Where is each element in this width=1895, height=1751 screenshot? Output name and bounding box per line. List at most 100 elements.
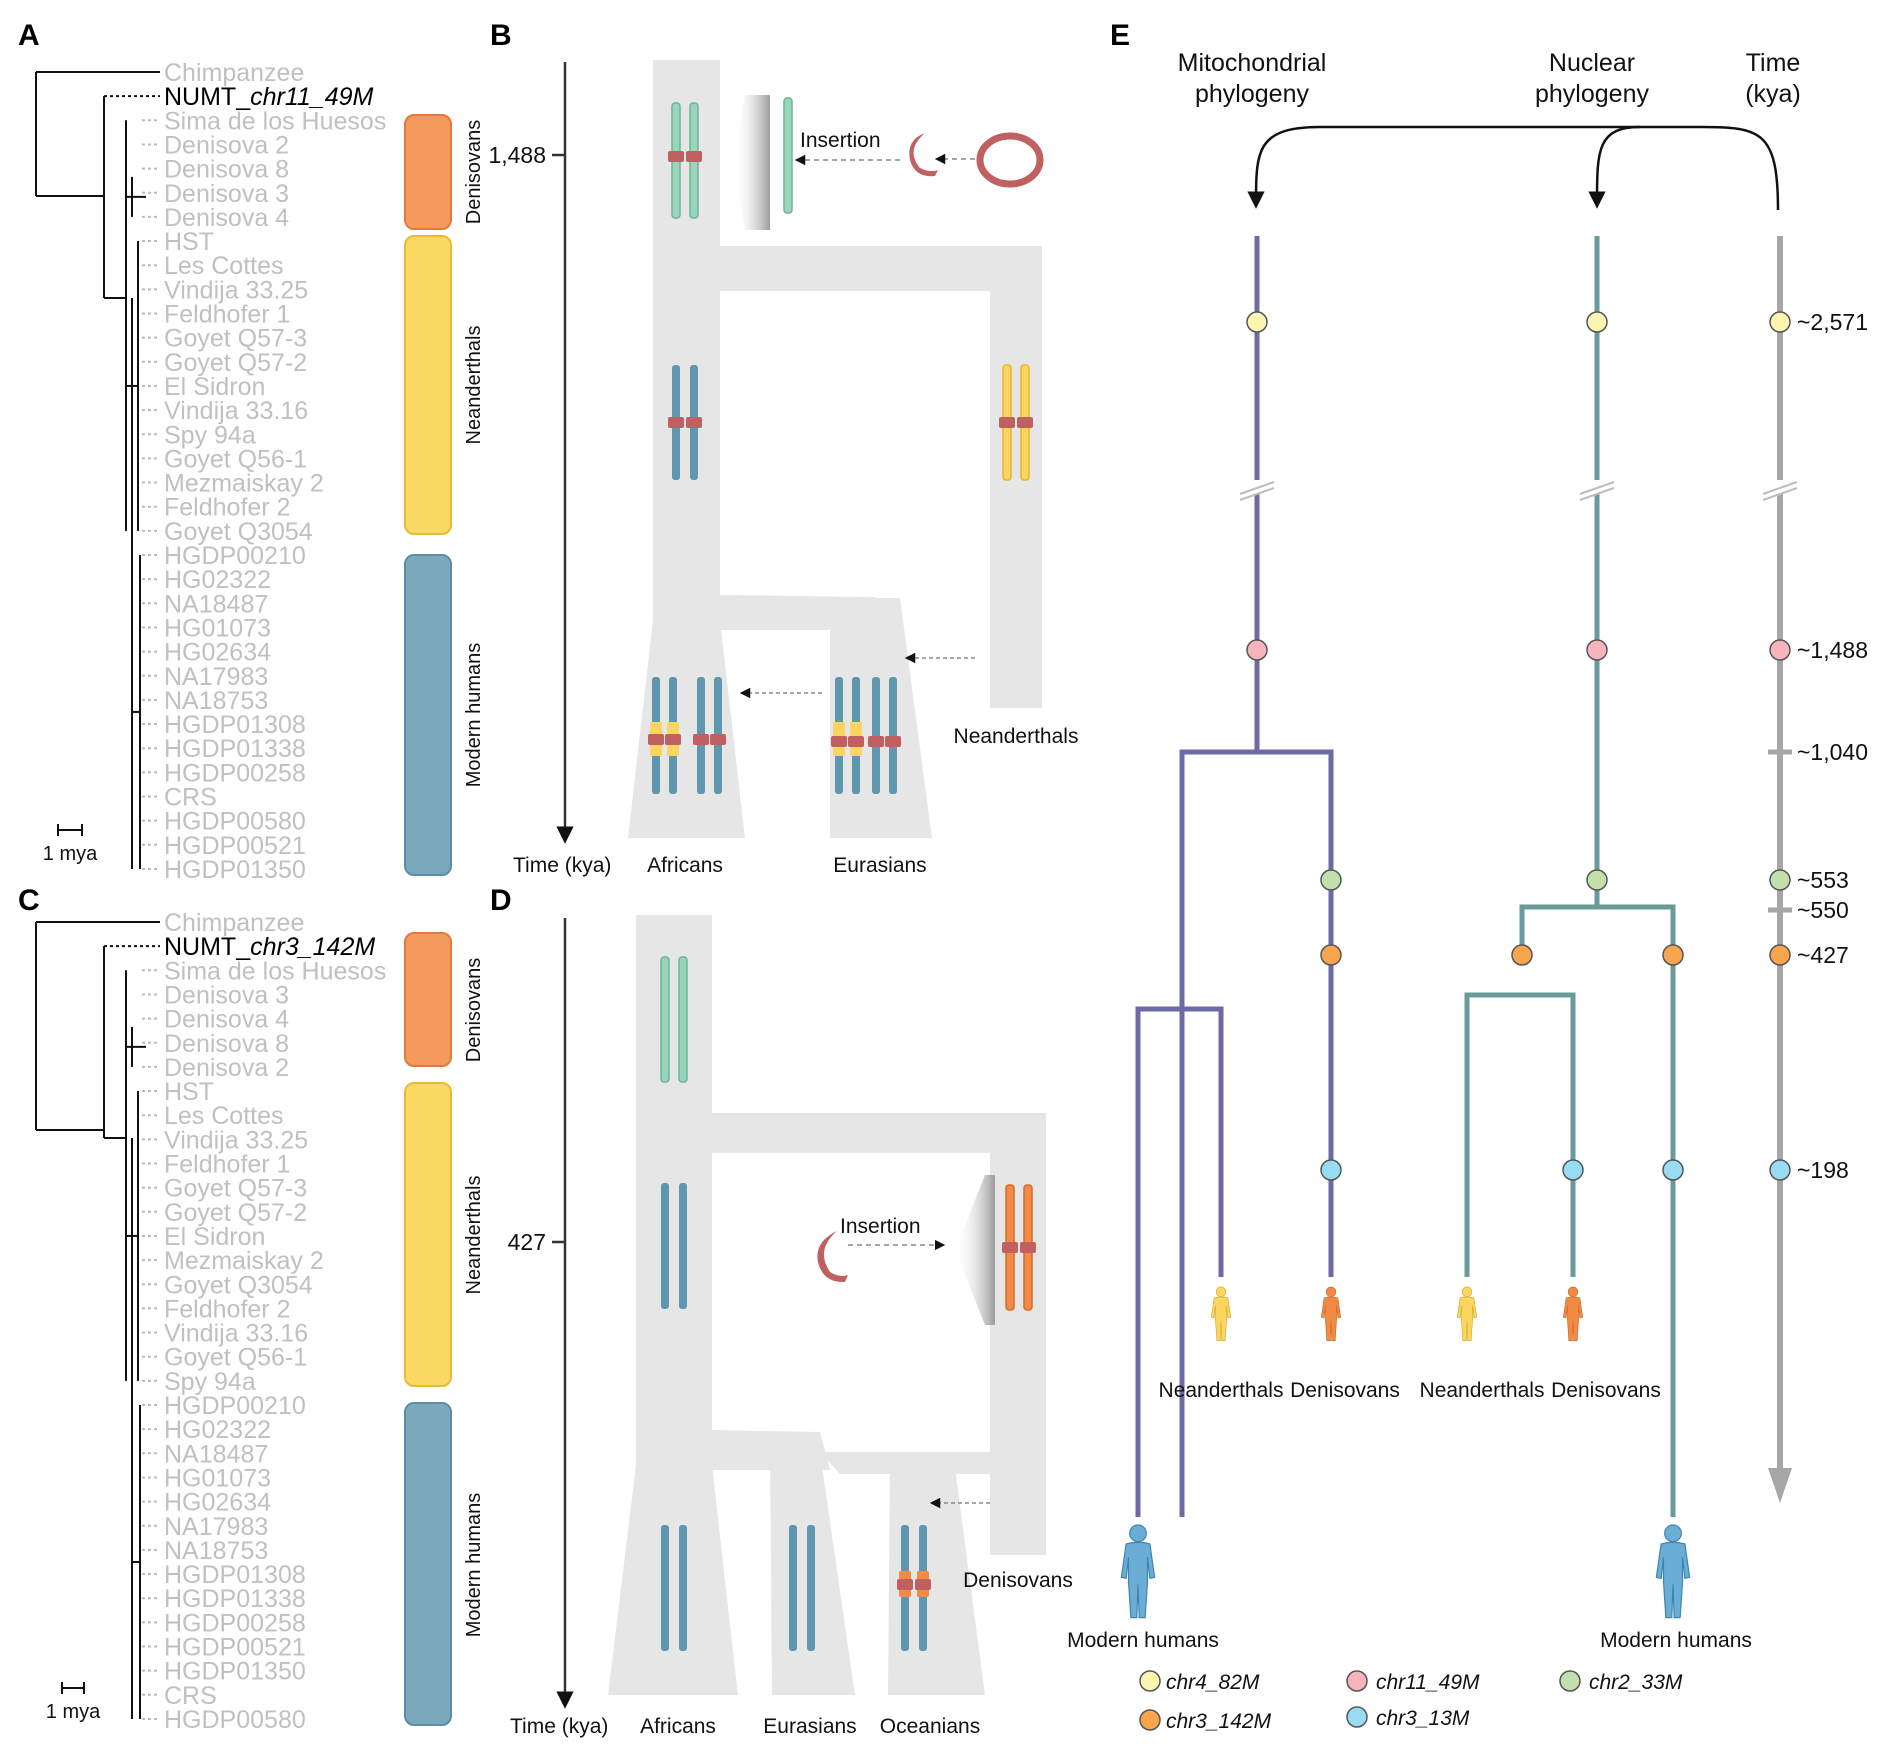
numt-tip-label: NUMT_chr3_142M: [164, 933, 375, 961]
legend: chr4_82M chr11_49M chr2_33M chr3_142M ch…: [1139, 1670, 1683, 1733]
legend-label-chr11-49m: chr11_49M: [1376, 1671, 1480, 1694]
tip-label: Chimpanzee: [164, 909, 304, 937]
african-chromosomes-b: [648, 677, 726, 794]
tip-label: HGDP01350: [164, 856, 306, 884]
numt-prefix: NUMT_: [164, 83, 251, 111]
legend-swatch-chr11-49m: [1346, 1670, 1368, 1692]
tip-label: Vindija 33.25: [164, 276, 308, 304]
tip-label: Vindija 33.25: [164, 1126, 308, 1154]
marker-chr3-13m-time: [1769, 1159, 1791, 1181]
scale-label-a: 1 mya: [43, 843, 98, 865]
tip-label: HGDP00258: [164, 1609, 306, 1637]
tip-label: HGDP00580: [164, 1706, 306, 1734]
legend-label-chr4-82m: chr4_82M: [1166, 1671, 1260, 1694]
header-nuclear-line2: phylogeny: [1535, 80, 1649, 108]
tip-label: HGDP00210: [164, 542, 306, 570]
numt-prefix: NUMT_: [164, 933, 251, 961]
panel-d: D 427 Insertion: [490, 884, 1073, 1738]
tip-label: El Sidron: [164, 1223, 265, 1251]
tip-label: Goyet Q57-3: [164, 1175, 307, 1203]
eurasian-chromosomes-b: [831, 677, 901, 794]
tip-label: CRS: [164, 784, 217, 812]
population-eurasians-b: Eurasians: [833, 854, 926, 877]
time-tick-label-d: 427: [508, 1229, 546, 1255]
side-label-b: Neanderthals: [954, 725, 1079, 748]
tip-label: Vindija 33.16: [164, 1320, 308, 1348]
neanderthal-figure-nuclear: [1456, 1286, 1478, 1341]
tip-label: Denisova 2: [164, 131, 289, 159]
tip-label: Feldhofer 1: [164, 301, 290, 329]
tip-label: Feldhofer 2: [164, 494, 290, 522]
tip-label: Denisova 8: [164, 156, 289, 184]
tip-modern-mito: Modern humans: [1067, 1629, 1219, 1652]
tip-label: Goyet Q3054: [164, 518, 313, 546]
modern-human-bar: [404, 1402, 452, 1726]
scale-bar-a: [57, 824, 83, 836]
neanderthal-bar: [404, 235, 452, 535]
time-tick-label-b: 1,488: [488, 142, 546, 168]
population-oceanians-d: Oceanians: [880, 1715, 980, 1738]
panel-e-letter: E: [1110, 19, 1130, 52]
denisovan-bar: [404, 114, 452, 230]
tip-label: Chimpanzee: [164, 59, 304, 87]
axis-break-marks: [1239, 480, 1798, 501]
tip-label: CRS: [164, 1682, 217, 1710]
tip-label: HGDP01308: [164, 1561, 306, 1589]
group-label-denisovans-a: Denisovans: [463, 120, 485, 225]
panel-a-letter: A: [18, 19, 40, 52]
marker-chr3-13m-nuclear-a: [1562, 1159, 1584, 1181]
tip-label: HGDP01338: [164, 1585, 306, 1613]
tip-label: HGDP00580: [164, 808, 306, 836]
modern-human-bar: [404, 554, 452, 876]
marker-chr4-82m-nuclear: [1586, 311, 1608, 333]
tip-denisovans-mito: Denisovans: [1290, 1379, 1400, 1402]
tip-label: Denisova 4: [164, 1006, 289, 1034]
group-label-modern-a: Modern humans: [463, 643, 485, 788]
tip-label: HG01073: [164, 1464, 271, 1492]
tip-label: NA17983: [164, 663, 268, 691]
tip-neanderthals-nuclear: Neanderthals: [1420, 1379, 1545, 1402]
denisovan-figure-nuclear: [1562, 1286, 1584, 1341]
chromosome-pair-root-d: [660, 956, 688, 1083]
group-label-neanderthals-a: Neanderthals: [463, 326, 485, 445]
chromosome-pair-ancestral-d: [661, 1183, 687, 1309]
header-time-line1: Time: [1746, 49, 1801, 77]
tip-label: Sima de los Huesos: [164, 107, 386, 135]
population-chromosomes-d: [661, 1525, 931, 1651]
tip-label: NA18487: [164, 1440, 268, 1468]
tip-label: Feldhofer 1: [164, 1151, 290, 1179]
panel-e: E Mitochondrial phylogeny Nuclear phylog…: [1067, 19, 1868, 1733]
tip-label: NA18753: [164, 1537, 268, 1565]
tip-label: Goyet Q56-1: [164, 1344, 307, 1372]
human-figures: [1120, 1286, 1691, 1619]
legend-label-chr3-142m: chr3_142M: [1166, 1710, 1272, 1733]
tip-label: Spy 94a: [164, 421, 256, 449]
marker-chr2-33m-nuclear: [1586, 869, 1608, 891]
tip-label: Goyet Q57-2: [164, 349, 307, 377]
time-label-1488: ~1,488: [1797, 637, 1868, 663]
tip-label: Mezmaiskay 2: [164, 1247, 324, 1275]
group-label-neanderthals-c: Neanderthals: [463, 1176, 485, 1295]
marker-chr11-49m-time: [1769, 639, 1791, 661]
marker-chr3-142m-nuclear-b: [1662, 944, 1684, 966]
tip-label: NA18487: [164, 590, 268, 618]
inserted-chromosome-b: [783, 97, 793, 214]
scale-label-c: 1 mya: [46, 1701, 101, 1723]
tip-modern-nuclear: Modern humans: [1600, 1629, 1752, 1652]
population-africans-b: Africans: [647, 854, 723, 877]
tip-label: NA18753: [164, 687, 268, 715]
tip-label: HG02634: [164, 1489, 271, 1517]
tip-label: HGDP01350: [164, 1658, 306, 1686]
tip-label: HGDP00521: [164, 832, 306, 860]
tip-label: Denisova 3: [164, 981, 289, 1009]
header-mito-line1: Mitochondrial: [1178, 49, 1327, 77]
legend-swatch-chr4-82m: [1139, 1670, 1161, 1692]
tip-label: Denisova 3: [164, 180, 289, 208]
tip-label: HG02634: [164, 639, 271, 667]
tip-label: HG02322: [164, 566, 271, 594]
tip-label: Vindija 33.16: [164, 397, 308, 425]
panel-b: B 1,488 Insertion: [488, 19, 1078, 877]
tip-label: Spy 94a: [164, 1368, 256, 1396]
